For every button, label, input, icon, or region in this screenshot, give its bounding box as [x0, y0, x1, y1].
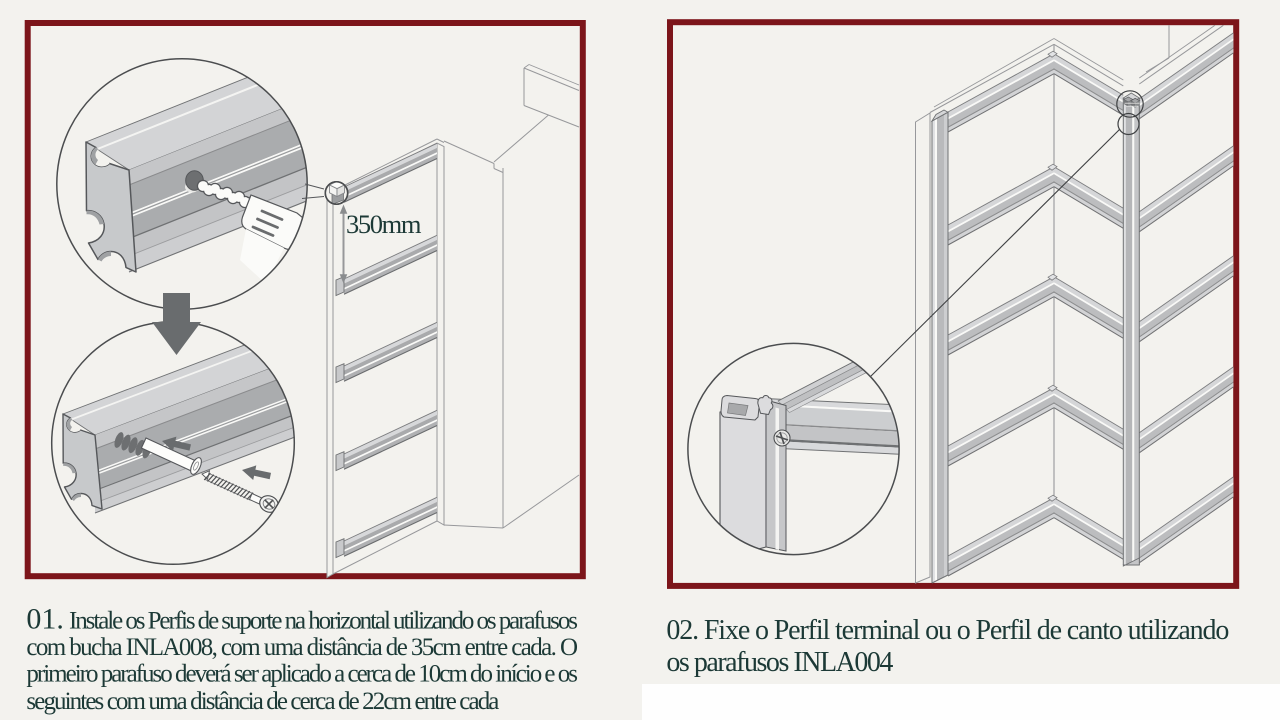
svg-text:350mm: 350mm: [346, 209, 422, 239]
svg-text:02. Fixe o Perfil terminal ou: 02. Fixe o Perfil terminal ou o Perfil d…: [666, 615, 1229, 646]
svg-text:seguintes com uma distância de: seguintes com uma distância de cerca de …: [26, 688, 499, 715]
svg-text:com bucha INLA008, com uma dis: com bucha INLA008, com uma distância de …: [26, 634, 578, 661]
svg-text:01.: 01.: [26, 602, 64, 635]
svg-text:primeiro parafuso deverá ser a: primeiro parafuso deverá ser aplicado a …: [26, 661, 578, 688]
svg-text:Instale os Perfis de suporte n: Instale os Perfis de suporte na horizont…: [69, 607, 578, 634]
svg-text:os parafusos INLA004: os parafusos INLA004: [666, 647, 893, 678]
